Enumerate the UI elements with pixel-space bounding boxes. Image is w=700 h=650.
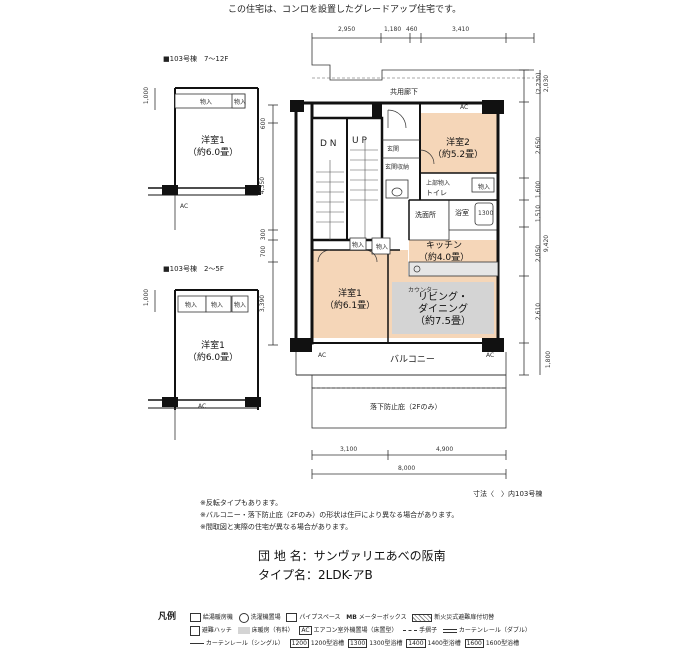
genkan-label: 玄関: [387, 146, 400, 153]
living-dining: リビング・ダイニング（約7.5畳）: [415, 292, 471, 327]
dim-right-3: 2,650: [535, 136, 543, 155]
counter-label: カウンター: [408, 287, 439, 294]
inset-lower-closet-3: 物入: [234, 302, 247, 309]
dim-left-4: 700: [260, 245, 268, 258]
ac-top-label: AC: [460, 104, 469, 111]
type-name: 2LDK-アB: [318, 568, 373, 582]
upper-closet-label: 上部物入: [426, 180, 451, 187]
pipe-space-icon: [286, 613, 298, 622]
header-note: この住宅は、コンロを設置したグレードアップ住宅です。: [228, 5, 462, 15]
ac-unit-icon: AC: [299, 626, 312, 635]
inset-lower-closet-1: 物入: [185, 302, 198, 309]
inset-upper-dim: 1,000: [143, 86, 151, 105]
fall-guard-label: 落下防止庇（2Fのみ）: [370, 403, 442, 411]
ac-bottom-right-label: AC: [486, 352, 495, 359]
dim-top-3: 460: [406, 26, 418, 33]
tub-1200-icon: 1200: [289, 639, 309, 648]
double-rail-icon: [442, 628, 457, 633]
dim-top-4: 3,410: [452, 26, 470, 33]
room1: 洋室1（約6.1畳）: [324, 289, 376, 311]
dim-left-5: 3,390: [259, 294, 267, 313]
dim-right-7: 2,610: [535, 302, 543, 321]
dim-top-1: 2,950: [338, 26, 356, 33]
escape-hatch-icon: [190, 625, 200, 636]
bath-size-label: 1300: [478, 210, 494, 217]
dim-total-height: 9,420: [543, 234, 551, 253]
dim-right-4: 1,600: [535, 180, 543, 199]
genkan-storage-label: 玄関収納: [385, 164, 410, 171]
legend-row-2: 避難ハッチ 床暖房（有料） AC エアコン室外機置場（床置型） 手摺子 カーテン…: [190, 624, 695, 637]
closet-right-label: 物入: [478, 184, 491, 191]
dim-right-6: 2,050: [535, 244, 543, 263]
closet-a-label: 物入: [352, 242, 365, 249]
kitchen: キッチン（約4.0畳）: [418, 241, 470, 263]
dim-left-3: 300: [260, 228, 268, 241]
single-rail-icon: [190, 643, 204, 644]
dim-top-2: 1,180: [384, 26, 402, 33]
dim-bottom-2: 4,900: [436, 446, 454, 453]
stairs-up-label: U P: [352, 136, 367, 146]
room2: 洋室2（約5.2畳）: [432, 138, 484, 160]
dim-left-2: 4,350: [259, 176, 267, 195]
closet-b-label: 物入: [376, 244, 389, 251]
note-1: ※反転タイプもあります。: [200, 499, 283, 507]
type-label: タイプ名：: [258, 568, 319, 582]
legend: 給湯暖房機 洗濯機置場 パイプスペース MB メーターボックス 新火災式避難扉付…: [190, 611, 695, 650]
inset-lower-closet-2: 物入: [211, 302, 224, 309]
tub-1400-icon: 1400: [406, 639, 426, 648]
complex-name-row: 団 地 名：サンヴァリエあべの阪南: [258, 547, 446, 564]
fire-door-icon: [412, 613, 433, 622]
inset-upper-closet2: 物入: [234, 99, 247, 106]
note-2: ※バルコニー・落下防止庇（2Fのみ）の形状は住戸により異なる場合があります。: [200, 511, 459, 519]
dim-left-1: 600: [260, 117, 268, 130]
inset-upper-ac: AC: [180, 203, 189, 210]
floor-heating-icon: [237, 627, 250, 634]
complex-label: 団 地 名：: [258, 549, 314, 563]
dim-bottom-1: 3,100: [340, 446, 358, 453]
dim-right-8: 1,800: [545, 350, 553, 369]
corridor-label: 共用廊下: [390, 88, 418, 96]
inset-lower-dim: 1,000: [143, 288, 151, 307]
washer-icon: [238, 612, 249, 623]
balcony-label: バルコニー: [390, 355, 435, 365]
inset-upper-room: 洋室1（約6.0畳）: [187, 136, 239, 158]
inset-upper-closet: 物入: [200, 99, 213, 106]
washroom-label: 洗面所: [415, 211, 436, 219]
dim-right-2: 2,030: [543, 74, 551, 93]
legend-row-1: 給湯暖房機 洗濯機置場 パイプスペース MB メーターボックス 新火災式避難扉付…: [190, 611, 695, 624]
stairs-down-label: D N: [320, 139, 337, 149]
ac-bottom-left-label: AC: [318, 352, 327, 359]
tub-1300-icon: 1300: [347, 639, 368, 648]
handrail-icon: [403, 630, 418, 631]
water-heater-icon: [190, 613, 201, 622]
bath-label: 浴室: [455, 209, 469, 217]
inset-lower-ac: AC: [198, 403, 207, 410]
inset-upper-title: ■103号棟 7〜12F: [163, 55, 229, 63]
inset-lower-room: 洋室1（約6.0畳）: [187, 341, 239, 363]
note-3: ※間取図と実際の住宅が異なる場合があります。: [200, 523, 353, 531]
dim-right-1: (2,230): [535, 72, 543, 95]
dim-right-5: 1,510: [535, 204, 543, 223]
type-name-row: タイプ名：2LDK-アB: [258, 566, 373, 583]
legend-title: 凡例: [158, 612, 177, 622]
complex-name: サンヴァリエあべの阪南: [313, 549, 446, 563]
dim-note: 寸法〈 〉内103号棟: [473, 490, 543, 498]
toilet-label: トイレ: [426, 189, 447, 197]
inset-lower-title: ■103号棟 2〜5F: [163, 265, 224, 273]
legend-row-3: カーテンレール（シングル） 1200 1200型浴槽 1300 1300型浴槽 …: [190, 637, 695, 650]
dim-total-width: 8,000: [398, 465, 416, 472]
meter-box-icon: MB: [346, 614, 357, 621]
tub-1600-icon: 1600: [464, 639, 484, 648]
